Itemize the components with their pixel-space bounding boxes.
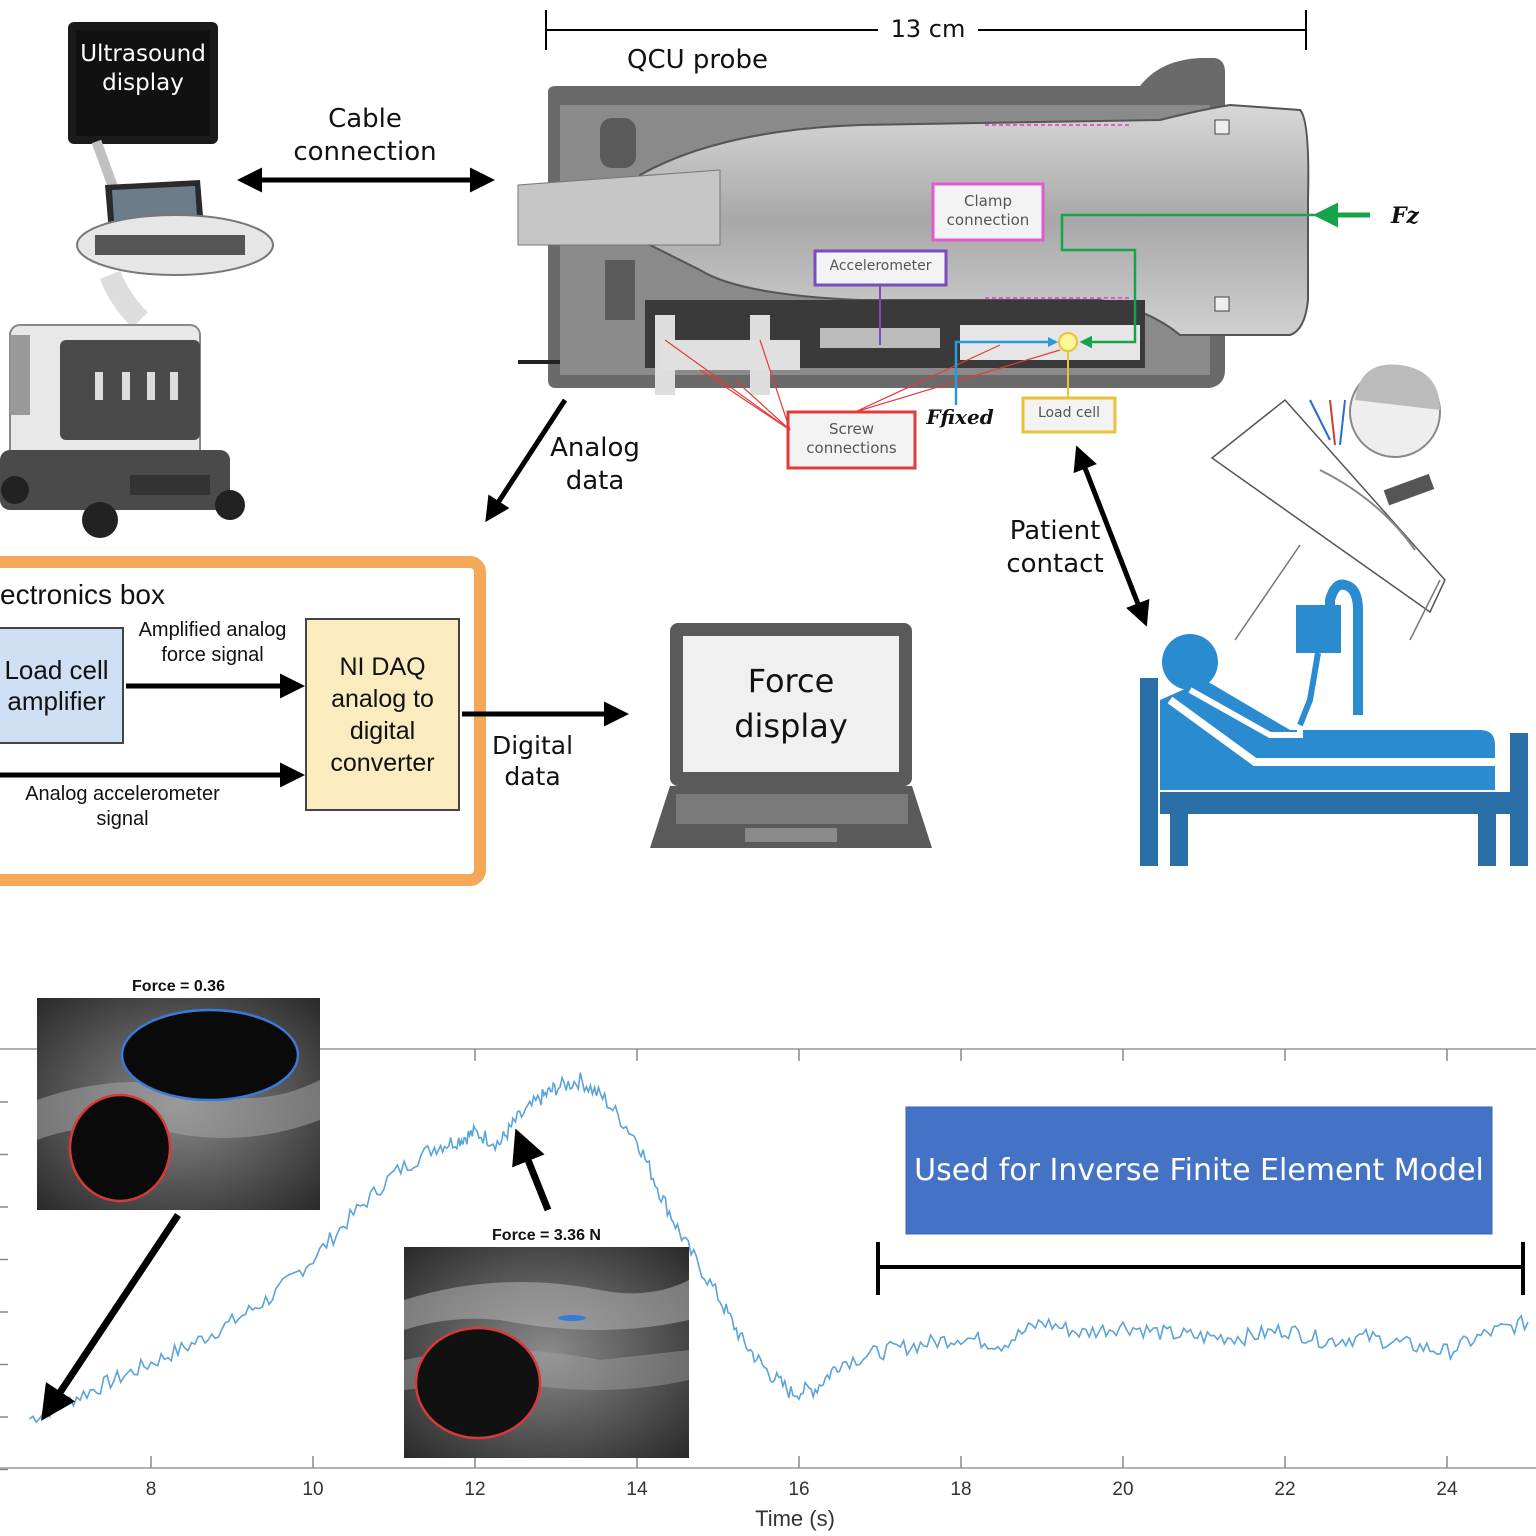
ni-daq-box: NI DAQ analog to digital converter — [306, 619, 459, 810]
daq-line2: analog to — [331, 684, 434, 713]
amplified-signal-label: Amplified analog force signal — [125, 618, 300, 668]
electronics-box-title: ectronics box — [0, 579, 165, 610]
ultrasound-display-label: Ultrasound display — [76, 40, 210, 98]
force-trace — [29, 1072, 1529, 1424]
x-tick-label-6: 20 — [1112, 1479, 1134, 1500]
force-fz-label: Fz — [1390, 203, 1420, 229]
ultrasound-image-low-force — [37, 998, 320, 1210]
accel-signal-line2: signal — [96, 808, 149, 830]
analog-data-label: Analog data — [540, 432, 650, 497]
x-tick-label-5: 18 — [950, 1479, 972, 1500]
patient-label-line1: Patient — [1009, 516, 1101, 546]
laptop-label-line2: display — [734, 707, 848, 745]
inset2-force-label: Force = 3.36 N — [492, 1227, 601, 1244]
cable-label-line1: Cable — [328, 104, 402, 134]
analog-label-line2: data — [565, 465, 625, 496]
x-tick-label-3: 14 — [626, 1479, 648, 1500]
force-fixed-label: Ffixed — [926, 405, 994, 429]
inset1-force-label: Force = 0.36 — [132, 978, 225, 995]
digital-label-line2: data — [504, 762, 561, 792]
accel-signal-line1: Analog accelerometer — [25, 783, 220, 805]
accelerometer-signal-label: Analog accelerometer signal — [0, 782, 245, 832]
ultrasound-image-high-force — [404, 1247, 689, 1458]
amp-label-line2: amplifier — [7, 685, 106, 716]
ultrasound-machine — [0, 22, 274, 538]
digital-label-line1: Digital — [491, 731, 574, 760]
clamp-label-line2: connection — [946, 210, 1030, 229]
analog-data-arrow — [485, 398, 568, 523]
accelerometer-label: Accelerometer — [829, 258, 932, 274]
screw-connections-label: Screw connections — [788, 420, 915, 458]
x-tick-label-8: 24 — [1436, 1479, 1458, 1500]
daq-line1: NI DAQ — [339, 652, 426, 681]
ifem-label: Used for Inverse Finite Element Model — [914, 1153, 1484, 1188]
patient-contact-label: Patient contact — [995, 515, 1115, 580]
electronics-box — [0, 556, 486, 886]
screw-label-line1: Screw — [828, 420, 875, 438]
ultrasound-label-line1: Ultrasound — [80, 41, 206, 67]
laptop-icon — [650, 623, 932, 848]
x-tick-label-2: 12 — [464, 1479, 486, 1500]
daq-line3: digital — [349, 716, 416, 745]
digital-data-label: Digital data — [480, 730, 585, 793]
x-tick-label-0: 8 — [145, 1479, 157, 1500]
patient-face-inset — [1210, 364, 1446, 641]
amp-signal-line2: force signal — [161, 644, 264, 666]
analog-label-line1: Analog — [550, 433, 640, 463]
x-tick-label-7: 22 — [1274, 1479, 1296, 1500]
probe-illustration — [517, 10, 1370, 470]
cable-connection-label: Cable connection — [290, 103, 440, 168]
clamp-label-line1: Clamp — [964, 192, 1012, 210]
load-cell-label: Load cell — [1037, 405, 1101, 421]
cable-label-line2: connection — [293, 136, 437, 167]
force-series-line — [29, 1072, 1529, 1424]
ultrasound-label-line2: display — [102, 69, 184, 96]
probe-title: QCU probe — [627, 45, 768, 75]
ifem-box — [905, 1106, 1493, 1235]
x-tick-label-1: 10 — [302, 1479, 324, 1500]
probe-dimension-label: 13 cm — [890, 15, 966, 43]
ifem-range-bracket — [876, 1242, 1525, 1295]
load-cell-amplifier-box: Load cell amplifier — [0, 628, 123, 743]
laptop-label-line1: Force — [747, 662, 835, 701]
force-display-screen: Force display — [683, 640, 899, 768]
y-ticks — [0, 1101, 8, 1471]
x-tick-label-4: 16 — [788, 1479, 810, 1500]
clamp-connection-label: Clamp connection — [933, 192, 1043, 230]
daq-line4: converter — [330, 748, 435, 777]
inset1-arrow — [41, 1213, 181, 1421]
screw-label-line2: connections — [806, 438, 897, 457]
patient-label-line2: contact — [1006, 548, 1104, 579]
amp-label-line1: Load cell — [4, 654, 109, 685]
patient-bed-icon — [1140, 579, 1528, 866]
x-axis-label: Time (s) — [755, 1506, 835, 1531]
inset2-arrow — [512, 1128, 552, 1212]
amp-signal-line1: Amplified analog — [138, 619, 287, 641]
patient-contact-arrow — [1073, 445, 1150, 627]
